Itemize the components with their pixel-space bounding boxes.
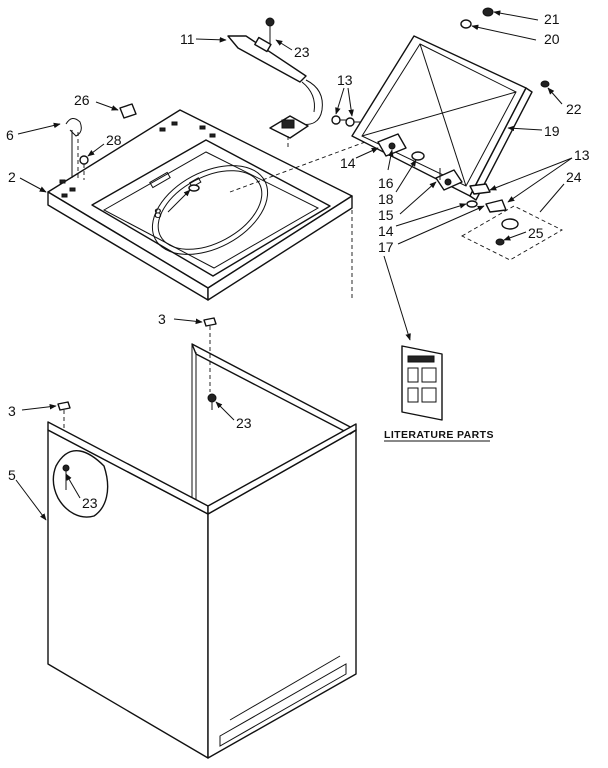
literature-parts-caption: LITERATURE PARTS	[384, 429, 494, 441]
cabinet-hardware	[57, 317, 217, 428]
callout-20: 20	[544, 31, 560, 47]
callout-28: 28	[106, 132, 122, 148]
callout-3-lower: 3	[8, 403, 16, 419]
callout-16: 16	[378, 175, 394, 191]
callout-24: 24	[566, 169, 582, 185]
clip-part-6	[65, 118, 82, 180]
part-8	[188, 184, 200, 192]
callout-19: 19	[544, 123, 560, 139]
part-22	[540, 80, 550, 88]
lid	[351, 35, 533, 201]
callout-11: 11	[180, 31, 195, 47]
callout-6: 6	[6, 127, 14, 143]
callout-13-lower: 13	[574, 147, 590, 163]
callout-17: 17	[378, 239, 394, 255]
callout-22: 22	[566, 101, 582, 117]
callout-leaders	[15, 10, 573, 521]
clip-part-26	[119, 103, 137, 119]
callout-23-lower: 23	[82, 495, 98, 511]
top-panel	[47, 109, 353, 301]
callout-8: 8	[154, 205, 162, 221]
callout-23-top: 23	[294, 44, 310, 60]
callout-21: 21	[544, 11, 560, 27]
callout-14-upper: 14	[340, 155, 356, 171]
callout-14-lower: 14	[378, 223, 394, 239]
callout-25: 25	[528, 225, 544, 241]
screw-part-28	[79, 155, 89, 180]
callout-18: 18	[378, 191, 394, 207]
callout-2: 2	[8, 169, 16, 185]
parts-20-21	[460, 7, 494, 29]
callout-15: 15	[378, 207, 394, 223]
callout-26: 26	[74, 92, 90, 108]
callout-3-upper: 3	[158, 311, 166, 327]
screws-13-upper	[331, 115, 364, 127]
literature-booklet	[401, 345, 443, 421]
callout-23-mid: 23	[236, 415, 252, 431]
cabinet	[47, 343, 357, 759]
hinge-hardware	[377, 133, 507, 213]
callout-labels: 11 23 26 6 28 2 8 13 14 16 18 15 14 17 2…	[6, 11, 590, 511]
callout-5: 5	[8, 467, 16, 483]
lid-switch-harness	[227, 17, 323, 150]
part-24-box	[461, 205, 563, 261]
callout-13-upper: 13	[337, 72, 353, 88]
